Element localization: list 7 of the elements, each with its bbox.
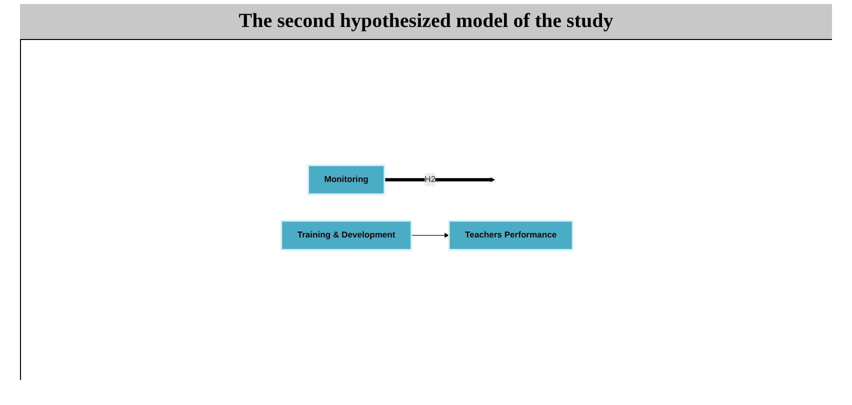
node-box: Training & Development [280, 220, 412, 251]
diagram-title: The second hypothesized model of the study [20, 4, 832, 39]
arrow [384, 177, 494, 182]
node-box: Teachers Performance [448, 220, 573, 251]
arrow [410, 232, 449, 238]
node-box: Monitoring [306, 164, 385, 195]
edge-label: H2 [424, 174, 436, 184]
